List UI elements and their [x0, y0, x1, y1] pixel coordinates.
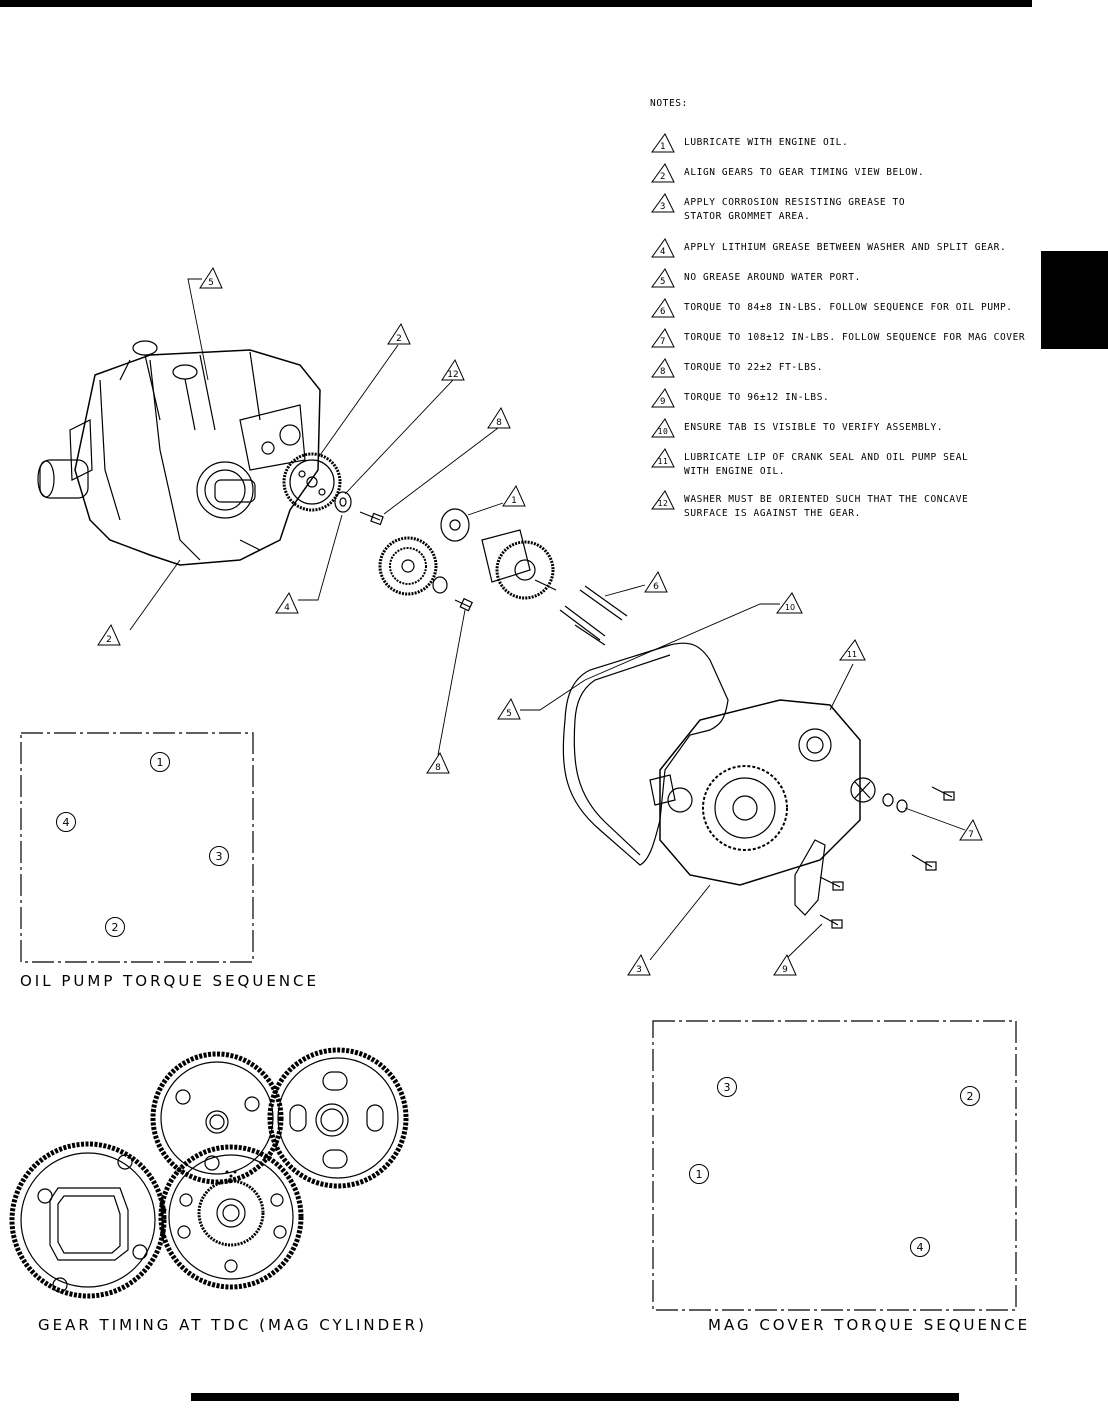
svg-text:5: 5: [208, 278, 214, 288]
impeller-part: [850, 777, 876, 803]
svg-text:11: 11: [847, 650, 857, 659]
callout-triangle: 2: [97, 623, 121, 646]
pump-bolt-part: [574, 624, 606, 646]
callout-triangle: 12: [441, 358, 465, 381]
callout-group: 5 2 12 8 1 4 2 6 10 5 8 11 7 3 9: [97, 266, 983, 976]
callout-triangle: 7: [959, 818, 983, 841]
svg-text:1: 1: [511, 496, 517, 506]
svg-text:12: 12: [658, 499, 669, 508]
bracket-part: [794, 839, 826, 916]
svg-text:9: 9: [660, 397, 666, 407]
callout-triangle: 9: [773, 953, 797, 976]
svg-text:1: 1: [660, 142, 666, 152]
oil-pump-rotor-part: [440, 508, 470, 542]
oil-pump-seq-4: 4: [56, 812, 76, 832]
bolt-part: [359, 511, 384, 526]
mag-cover-caption: MAG COVER TORQUE SEQUENCE: [708, 1316, 1031, 1334]
timing-gear-right: [267, 1047, 409, 1189]
balance-gear-part: [378, 536, 438, 596]
svg-text:4: 4: [284, 603, 290, 613]
split-gear-part: [282, 452, 342, 512]
svg-text:3: 3: [636, 965, 642, 975]
svg-text:11: 11: [658, 457, 669, 466]
oil-pump-part: [481, 529, 557, 600]
svg-text:8: 8: [660, 367, 666, 377]
oil-pump-sequence-frame: [20, 732, 254, 963]
svg-text:2: 2: [396, 334, 402, 344]
svg-text:2: 2: [660, 172, 666, 182]
mag-cover-sequence-frame: [652, 1020, 1017, 1311]
oil-pump-seq-1: 1: [150, 752, 170, 772]
callout-triangle: 2: [387, 322, 411, 345]
timing-gear-left: [9, 1141, 167, 1299]
cover-bolt-part: [819, 914, 843, 929]
svg-text:2: 2: [106, 635, 112, 645]
gasket-part: [562, 642, 729, 866]
callout-triangle: 11: [839, 639, 866, 661]
timing-gear-top: [150, 1051, 284, 1185]
cover-bolt-part: [819, 876, 844, 891]
mag-cover-seq-2: 2: [960, 1086, 980, 1106]
svg-text:10: 10: [785, 603, 795, 612]
svg-text:5: 5: [506, 709, 512, 719]
callout-triangle: 8: [426, 751, 450, 774]
svg-text:6: 6: [660, 307, 666, 317]
callout-triangle: 1: [502, 484, 526, 507]
pump-bolt-part: [579, 585, 628, 621]
callout-triangle: 6: [644, 570, 668, 593]
mag-cover-part: [649, 699, 861, 886]
timing-gear-center: [158, 1144, 304, 1290]
callout-triangle: 5: [199, 266, 223, 289]
oil-pump-seq-2: 2: [105, 917, 125, 937]
svg-text:6: 6: [653, 582, 659, 592]
svg-text:10: 10: [658, 427, 669, 436]
cover-bolt-part: [931, 786, 955, 801]
svg-text:8: 8: [496, 418, 502, 428]
oil-pump-seq-3: 3: [209, 846, 229, 866]
gear-timing-caption: GEAR TIMING AT TDC (MAG CYLINDER): [38, 1316, 427, 1334]
oil-pump-caption: OIL PUMP TORQUE SEQUENCE: [20, 972, 319, 990]
top-rule: [0, 0, 1032, 7]
callout-triangle: 5: [497, 697, 521, 720]
nut-part: [896, 799, 908, 813]
washer-part: [882, 793, 894, 807]
svg-text:7: 7: [660, 337, 666, 347]
callout-triangle: 8: [487, 406, 511, 429]
washer-part: [334, 491, 352, 513]
mag-cover-seq-3: 3: [717, 1077, 737, 1097]
timing-marks: [159, 1170, 237, 1220]
gear-timing-drawing: [9, 1047, 409, 1299]
svg-text:9: 9: [782, 965, 788, 975]
mag-cover-seq-1: 1: [689, 1164, 709, 1184]
washer-part: [432, 576, 448, 594]
svg-text:4: 4: [660, 247, 666, 257]
crankcase-part: [37, 340, 321, 566]
mag-cover-seq-4: 4: [910, 1237, 930, 1257]
callout-triangle: 4: [275, 591, 299, 614]
bottom-rule: [191, 1393, 959, 1401]
cover-bolt-part: [911, 854, 937, 871]
svg-text:3: 3: [660, 202, 666, 212]
svg-text:12: 12: [447, 370, 458, 380]
bolt-part: [454, 597, 474, 612]
pump-bolt-part: [559, 605, 606, 641]
callout-triangle: 10: [776, 592, 803, 614]
section-tab: [1041, 251, 1108, 349]
leader-lines: [129, 278, 966, 961]
svg-text:5: 5: [660, 277, 666, 287]
svg-text:7: 7: [968, 830, 974, 840]
svg-text:8: 8: [435, 763, 441, 773]
notes-title: NOTES:: [650, 98, 688, 109]
callout-triangle: 3: [627, 953, 651, 976]
